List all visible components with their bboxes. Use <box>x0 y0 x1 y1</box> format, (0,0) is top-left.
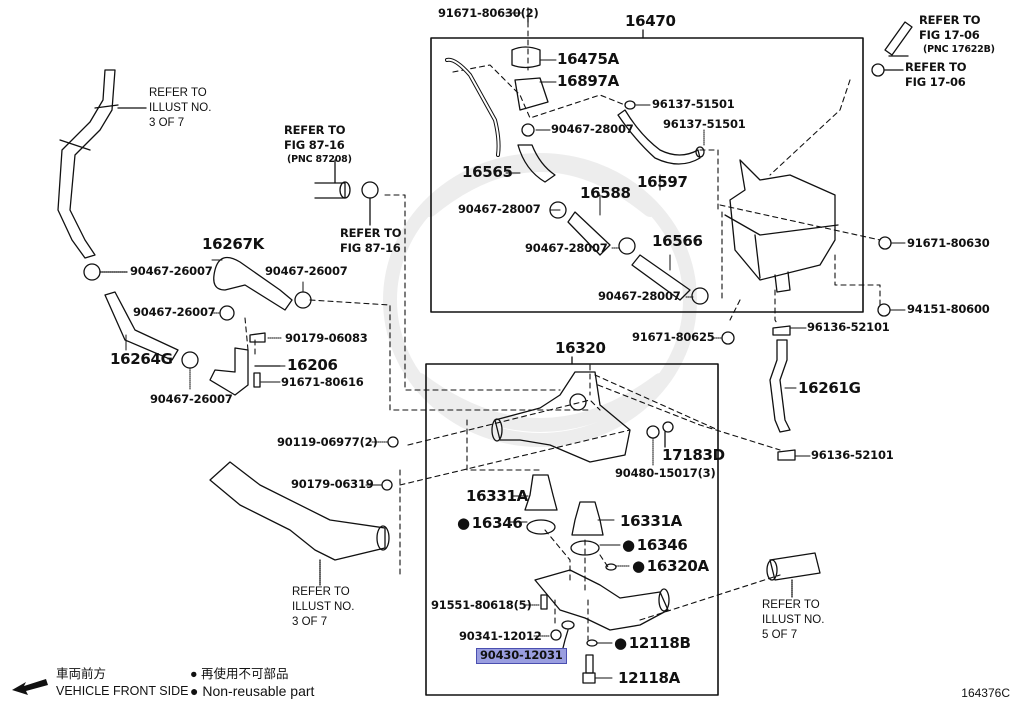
hose-16264G-shape <box>104 291 179 361</box>
hose-16565b <box>517 144 556 183</box>
part-label-90480-15017-3[interactable]: 90480-15017(3) <box>615 466 716 480</box>
part-label-96137-51501[interactable]: 96137-51501 <box>652 97 735 111</box>
legend-front-jp: 車両前方 <box>56 667 107 681</box>
reference-illust-3-of-7-top[interactable]: REFER TO ILLUST NO. 3 OF 7 <box>149 87 212 129</box>
group-label-16470[interactable]: 16470 <box>625 12 676 30</box>
part-label-90467-26007[interactable]: 90467-26007 <box>150 392 233 406</box>
reference-fig-17-06-pnc[interactable]: REFER TO FIG 17-06 <box>919 13 981 42</box>
hose-16597-shape <box>617 109 701 165</box>
part-label-16331A[interactable]: 16331A <box>466 487 528 505</box>
part-label-90179-06319[interactable]: 90179-06319 <box>291 477 374 491</box>
part-label-91671-80625[interactable]: 91671-80625 <box>632 330 715 344</box>
part-label-90467-28007[interactable]: 90467-28007 <box>458 202 541 216</box>
neck-16897A-shape <box>514 77 549 111</box>
part-label-90341-12012[interactable]: 90341-12012 <box>459 629 542 643</box>
pipe-87-16-shape <box>314 182 346 199</box>
legend-nonreuse-jp: 再使用不可部品 <box>201 667 289 681</box>
reference-pnc-87208: (PNC 87208) <box>287 154 352 165</box>
hose-16261G-shape <box>769 339 791 433</box>
legend-vehicle-front: 車両前方 VEHICLE FRONT SIDE <box>56 666 188 700</box>
part-label-96136-52101[interactable]: 96136-52101 <box>811 448 894 462</box>
part-label-90119-06977-2[interactable]: 90119-06977(2) <box>277 435 378 449</box>
part-label-96136-52101[interactable]: 96136-52101 <box>807 320 890 334</box>
elbow-16206-shape <box>209 347 249 396</box>
part-label-16331A[interactable]: 16331A <box>620 512 682 530</box>
hose-16565-shape <box>445 57 501 157</box>
part-label-16264G[interactable]: 16264G <box>110 350 173 368</box>
part-label-17183D[interactable]: 17183D <box>662 446 725 464</box>
reference-fig-17-06[interactable]: REFER TO FIG 17-06 <box>905 60 967 89</box>
part-label-91551-80618-5[interactable]: 91551-80618(5) <box>431 598 532 612</box>
legend-nonreuse-en: Non-reusable part <box>202 683 315 699</box>
reference-fig-87-16-pnc[interactable]: REFER TO FIG 87-16 <box>284 123 346 152</box>
part-label-90467-26007[interactable]: 90467-26007 <box>133 305 216 319</box>
part-label-16346[interactable]: 16346 <box>622 538 688 553</box>
hose-16588-shape <box>567 211 611 256</box>
reference-illust-3-of-7-bottom[interactable]: REFER TO ILLUST NO. 3 OF 7 <box>292 586 355 628</box>
part-label-16261G[interactable]: 16261G <box>798 379 861 397</box>
part-label-94151-80600[interactable]: 94151-80600 <box>907 302 990 316</box>
part-label-16565[interactable]: 16565 <box>462 163 513 181</box>
part-label-16597[interactable]: 16597 <box>637 173 688 191</box>
part-label-16267K[interactable]: 16267K <box>202 235 265 253</box>
refer-pipe-17-06 <box>884 21 913 56</box>
part-label-16346[interactable]: 16346 <box>457 516 523 531</box>
part-label-91671-80630[interactable]: 91671-80630 <box>907 236 990 250</box>
part-label-91671-80630-2[interactable]: 91671-80630(2) <box>438 6 539 20</box>
part-label-16320A[interactable]: 16320A <box>632 559 709 574</box>
part-label-91671-80616[interactable]: 91671-80616 <box>281 375 364 389</box>
assembly-lines <box>244 21 881 641</box>
part-label-16588[interactable]: 16588 <box>580 184 631 202</box>
hose-16566-shape <box>631 254 691 301</box>
water-inlet-housing-shape <box>491 371 631 463</box>
reference-pnc-17622B: (PNC 17622B) <box>923 44 995 55</box>
part-label-90430-12031-highlighted[interactable]: 90430-12031 <box>476 648 567 664</box>
part-label-16897A[interactable]: 16897A <box>557 72 619 90</box>
part-label-90467-28007[interactable]: 90467-28007 <box>525 241 608 255</box>
part-label-96137-51501[interactable]: 96137-51501 <box>663 117 746 131</box>
part-label-12118B[interactable]: 12118B <box>614 636 691 651</box>
reference-illust-5-of-7[interactable]: REFER TO ILLUST NO. 5 OF 7 <box>762 599 825 641</box>
part-label-16566[interactable]: 16566 <box>652 232 703 250</box>
reservoir-tank-shape <box>724 159 839 293</box>
vehicle-front-arrow <box>12 679 48 695</box>
part-label-16475A[interactable]: 16475A <box>557 50 619 68</box>
illustration-id: 164376C <box>961 686 1010 700</box>
hose-16267K-shape <box>213 256 293 311</box>
hose-refer-illust-3-bottom <box>209 461 386 561</box>
part-label-90467-28007[interactable]: 90467-28007 <box>598 289 681 303</box>
pipe-refer-illust-3-top <box>57 69 116 259</box>
legend-non-reusable: ● 再使用不可部品 ● Non-reusable part <box>190 666 314 700</box>
outlet-housing-shape <box>534 569 669 631</box>
part-label-90467-28007[interactable]: 90467-28007 <box>551 122 634 136</box>
thermostat-shapes <box>524 474 617 571</box>
part-label-90179-06083[interactable]: 90179-06083 <box>285 331 368 345</box>
bullet-icon: ● <box>190 683 199 699</box>
group-label-16320[interactable]: 16320 <box>555 339 606 357</box>
group-box-16470 <box>430 37 864 313</box>
part-label-90467-26007[interactable]: 90467-26007 <box>130 264 213 278</box>
legend-front-en: VEHICLE FRONT SIDE <box>56 684 189 698</box>
bullet-icon: ● <box>190 667 198 681</box>
part-label-12118A[interactable]: 12118A <box>618 669 680 687</box>
cap-16475A-shape <box>511 46 541 69</box>
part-label-90467-26007[interactable]: 90467-26007 <box>265 264 348 278</box>
pipe-refer-illust-5 <box>769 552 821 581</box>
part-label-16206[interactable]: 16206 <box>287 356 338 374</box>
reference-fig-87-16[interactable]: REFER TO FIG 87-16 <box>340 226 402 255</box>
